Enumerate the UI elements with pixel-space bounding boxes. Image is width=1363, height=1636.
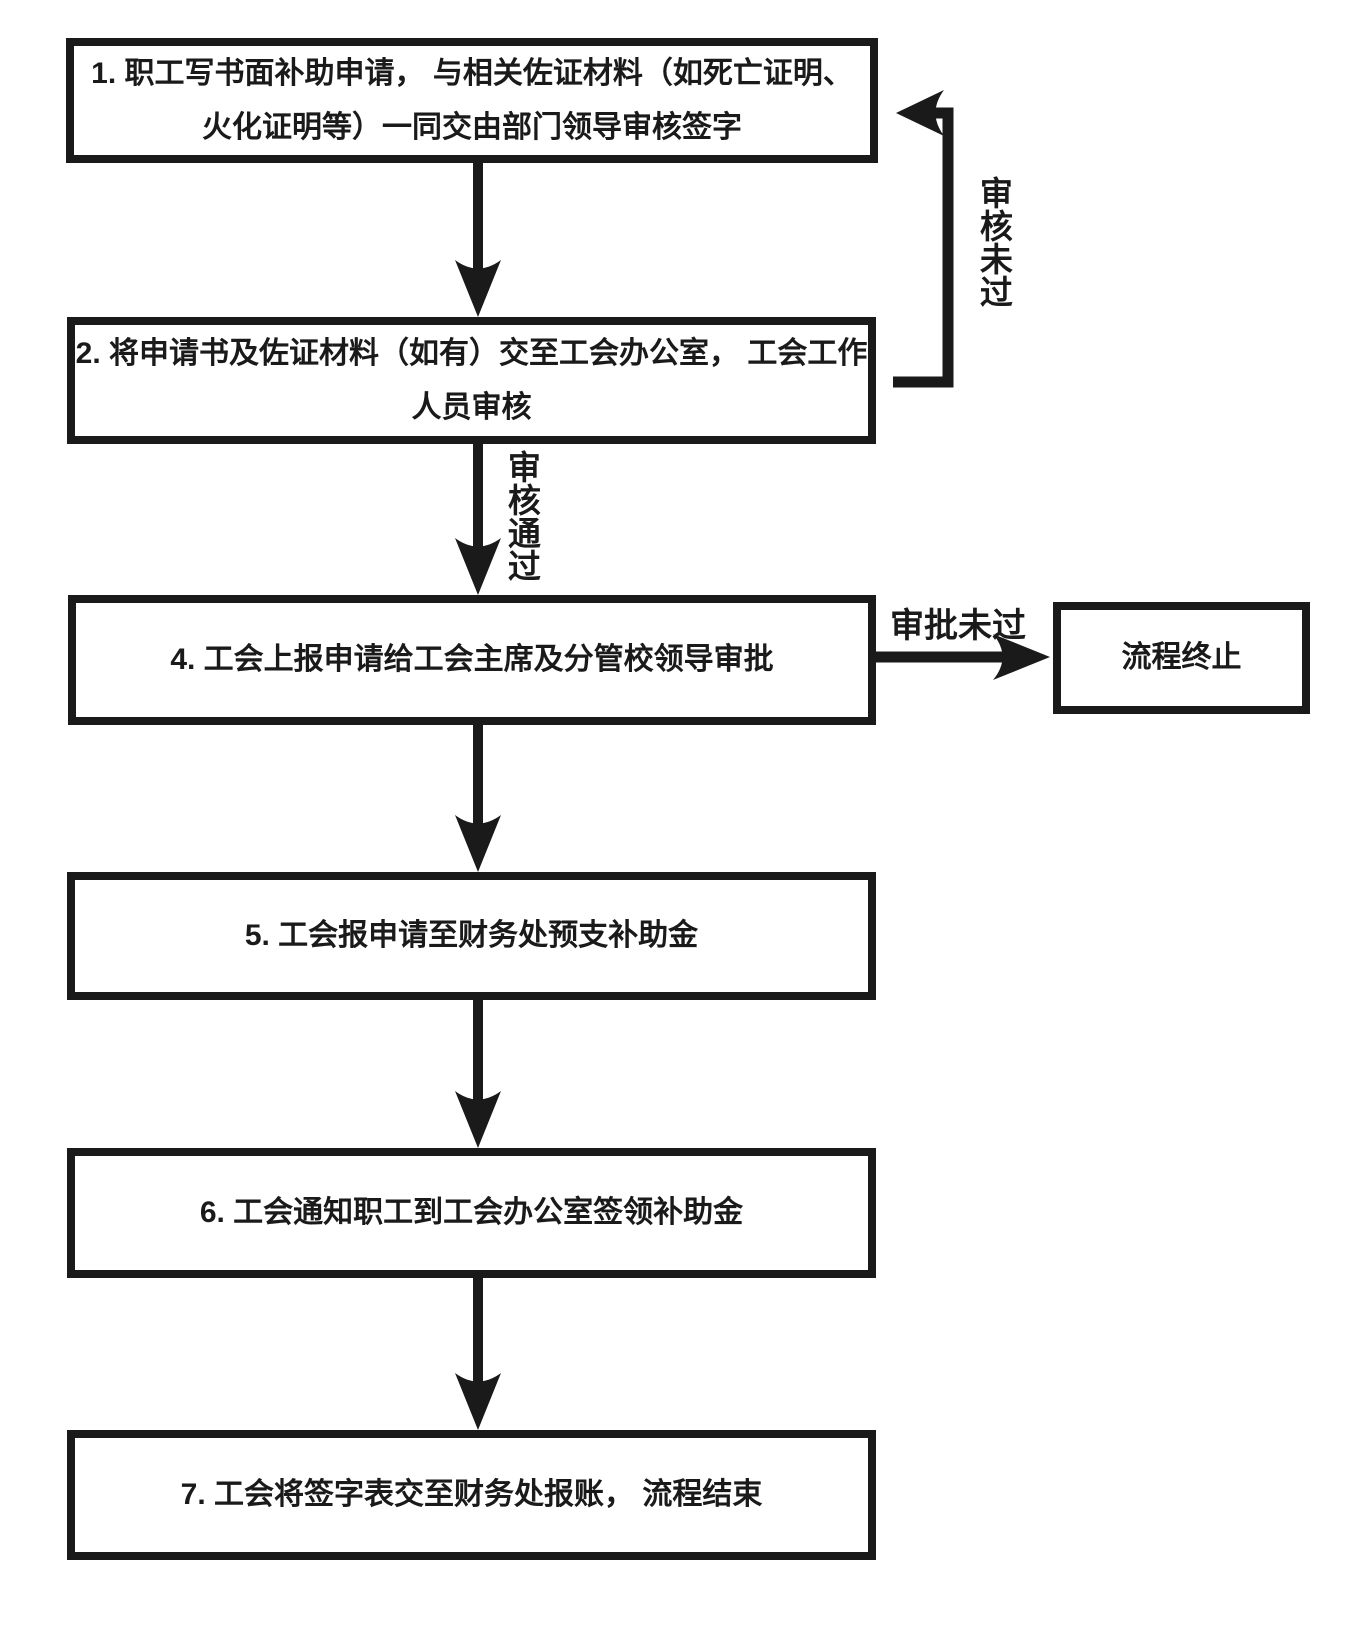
arrow-loop-review-failed — [893, 90, 954, 388]
arrow-step5-to-step6 — [455, 1000, 501, 1148]
node-step7-label: 7. 工会将签字表交至财务处报账， 流程结束 — [180, 1478, 763, 1511]
arrow-step1-to-step2 — [455, 163, 501, 317]
node-step2: 2. 将申请书及佐证材料（如有）交至工会办公室， 工会工作 人员审核 — [67, 317, 876, 444]
node-step4-label: 4. 工会上报申请给工会主席及分管校领导审批 — [170, 643, 774, 676]
arrow-step4-to-step5 — [455, 725, 501, 872]
arrow-approval-failed — [876, 634, 1050, 680]
node-step6: 6. 工会通知职工到工会办公室签领补助金 — [67, 1148, 876, 1278]
arrow-step6-to-step7 — [455, 1278, 501, 1430]
node-step5-label: 5. 工会报申请至财务处预支补助金 — [244, 919, 699, 952]
node-step1-line1: 1. 职工写书面补助申请， 与相关佐证材料（如死亡证明、 — [91, 56, 853, 90]
node-step5: 5. 工会报申请至财务处预支补助金 — [67, 872, 876, 1000]
node-step1-line2: 火化证明等）一同交由部门领导审核签字 — [202, 110, 742, 144]
node-step7: 7. 工会将签字表交至财务处报账， 流程结束 — [67, 1430, 876, 1560]
node-step2-line2: 人员审核 — [411, 390, 532, 424]
node-step4: 4. 工会上报申请给工会主席及分管校领导审批 — [68, 595, 876, 725]
label-review-failed: 审核未过 — [975, 176, 1013, 308]
label-approval-failed: 审批未过 — [890, 607, 1026, 645]
node-step6-label: 6. 工会通知职工到工会办公室签领补助金 — [199, 1196, 744, 1229]
node-step2-line1: 2. 将申请书及佐证材料（如有）交至工会办公室， 工会工作 — [75, 336, 868, 370]
label-review-passed: 审核通过 — [503, 450, 541, 582]
node-step1: 1. 职工写书面补助申请， 与相关佐证材料（如死亡证明、 火化证明等）一同交由部… — [66, 38, 878, 163]
arrow-step2-to-step4 — [455, 444, 501, 595]
node-terminate: 流程终止 — [1053, 602, 1310, 714]
node-terminate-label: 流程终止 — [1121, 641, 1242, 674]
